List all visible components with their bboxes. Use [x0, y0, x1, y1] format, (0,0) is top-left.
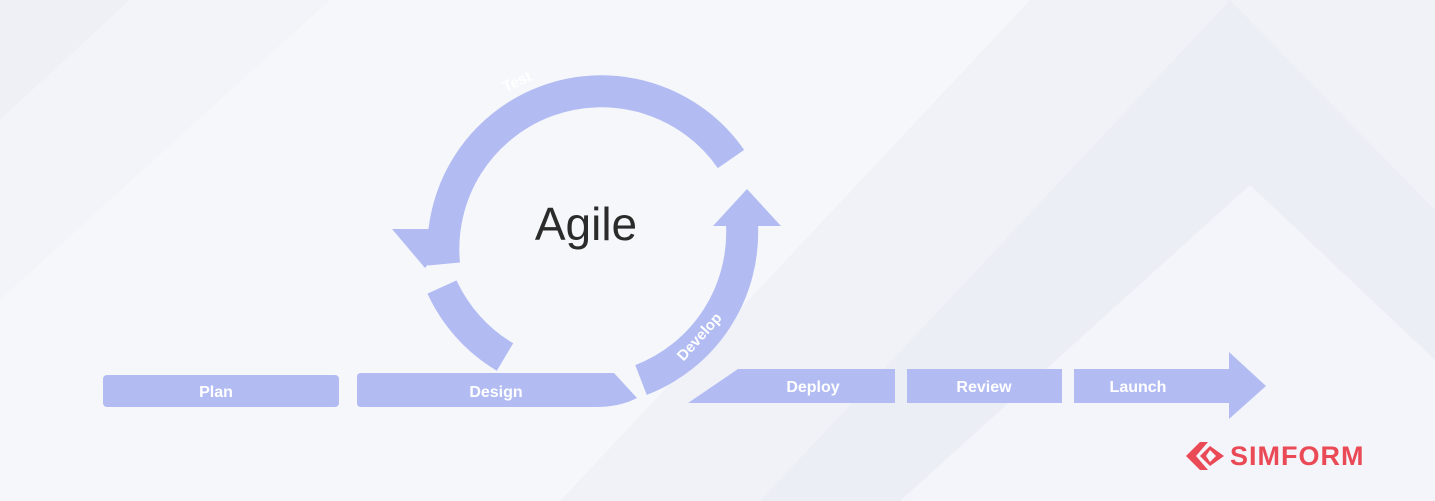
test-arrowhead: [392, 229, 458, 268]
phase-label-deploy: Deploy: [786, 379, 839, 396]
develop-arrowhead: [713, 189, 781, 226]
phase-box-design: [357, 373, 637, 407]
phase-label-plan: Plan: [199, 384, 233, 401]
brand-name: SIMFORM: [1230, 440, 1365, 471]
phase-box-deploy: [688, 369, 895, 403]
brand-logo: SIMFORM: [1186, 436, 1365, 476]
simform-logo-icon: [1186, 442, 1224, 470]
phase-arrow-launch: [1074, 352, 1266, 419]
cycle-arc-test: [427, 75, 745, 266]
phase-label-design: Design: [469, 384, 522, 401]
phase-box-plan: [103, 375, 339, 407]
phase-label-launch: Launch: [1110, 379, 1167, 396]
cycle-arc-return: [427, 279, 514, 371]
diagram-title: Agile: [535, 198, 637, 250]
phase-box-review: [907, 369, 1062, 403]
cycle-arc-develop: [634, 224, 759, 395]
phase-label-review: Review: [956, 379, 1012, 396]
